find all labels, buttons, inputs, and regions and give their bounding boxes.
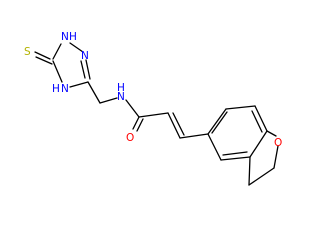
bond-ar4-o: [266, 130, 277, 137]
bond-ar1-ar2: [207, 108, 227, 135]
carbonyl-oxygen-label: O: [126, 132, 134, 144]
bond-ar2-ar3: [225, 105, 256, 110]
sulfur-atom-label: S: [24, 46, 31, 58]
amide-nitrogen-label: N: [117, 91, 125, 103]
bond-ch2-ar5: [248, 156, 251, 186]
ring-nitrogen-n1-label: N: [61, 31, 69, 43]
bond-ar1-ar2-inner: [211, 111, 228, 134]
bond-n4-c5: [52, 60, 63, 83]
furan-oxygen-label: O: [274, 137, 282, 149]
bond-ch2-ch2: [248, 167, 275, 186]
bond-ar6-ar1: [207, 133, 222, 161]
ring-nitrogen-n4-hydrogen-label: H: [52, 83, 60, 95]
bond-ar5-ar6: [220, 156, 251, 161]
bond-ch2-n: [99, 97, 118, 104]
bond-c-alpha: [138, 112, 169, 118]
bond-n2-c3-b: [80, 60, 86, 79]
bond-n-carbonyl: [125, 99, 140, 118]
bond-ar3-ar4: [254, 105, 268, 132]
bond-co-a: [132, 116, 140, 130]
bond-ar4-ar5: [249, 130, 268, 158]
bond-c3-ch2: [87, 81, 101, 104]
molecule-structure: S N H N N H N H O O: [24, 31, 282, 186]
bond-co-b: [136, 118, 144, 132]
bond-c3-n4: [69, 81, 89, 88]
bond-ar3-ar4-inner: [251, 110, 263, 133]
bond-alpha-beta-b: [172, 112, 185, 136]
bond-ar5-ar6-inner: [222, 151, 248, 156]
bond-o-ch2: [273, 145, 279, 169]
bond-c5-s-b: [35, 56, 53, 65]
ring-nitrogen-n2-label: N: [81, 50, 89, 62]
bond-c5-n1: [52, 43, 62, 60]
bond-n1-n2: [69, 42, 84, 53]
bond-alpha-beta-a: [167, 112, 181, 139]
bond-beta-aryl: [179, 133, 209, 139]
bonds: [34, 42, 279, 186]
amide-hydrogen-label: H: [117, 82, 125, 94]
atom-labels: S N H N N H N H O O: [24, 31, 282, 149]
bond-c5-s-a: [34, 51, 51, 60]
ring-nitrogen-n4-label: N: [61, 83, 69, 95]
ring-nitrogen-n1-hydrogen-label: H: [69, 31, 77, 43]
bond-n2-c3-a: [85, 59, 91, 80]
